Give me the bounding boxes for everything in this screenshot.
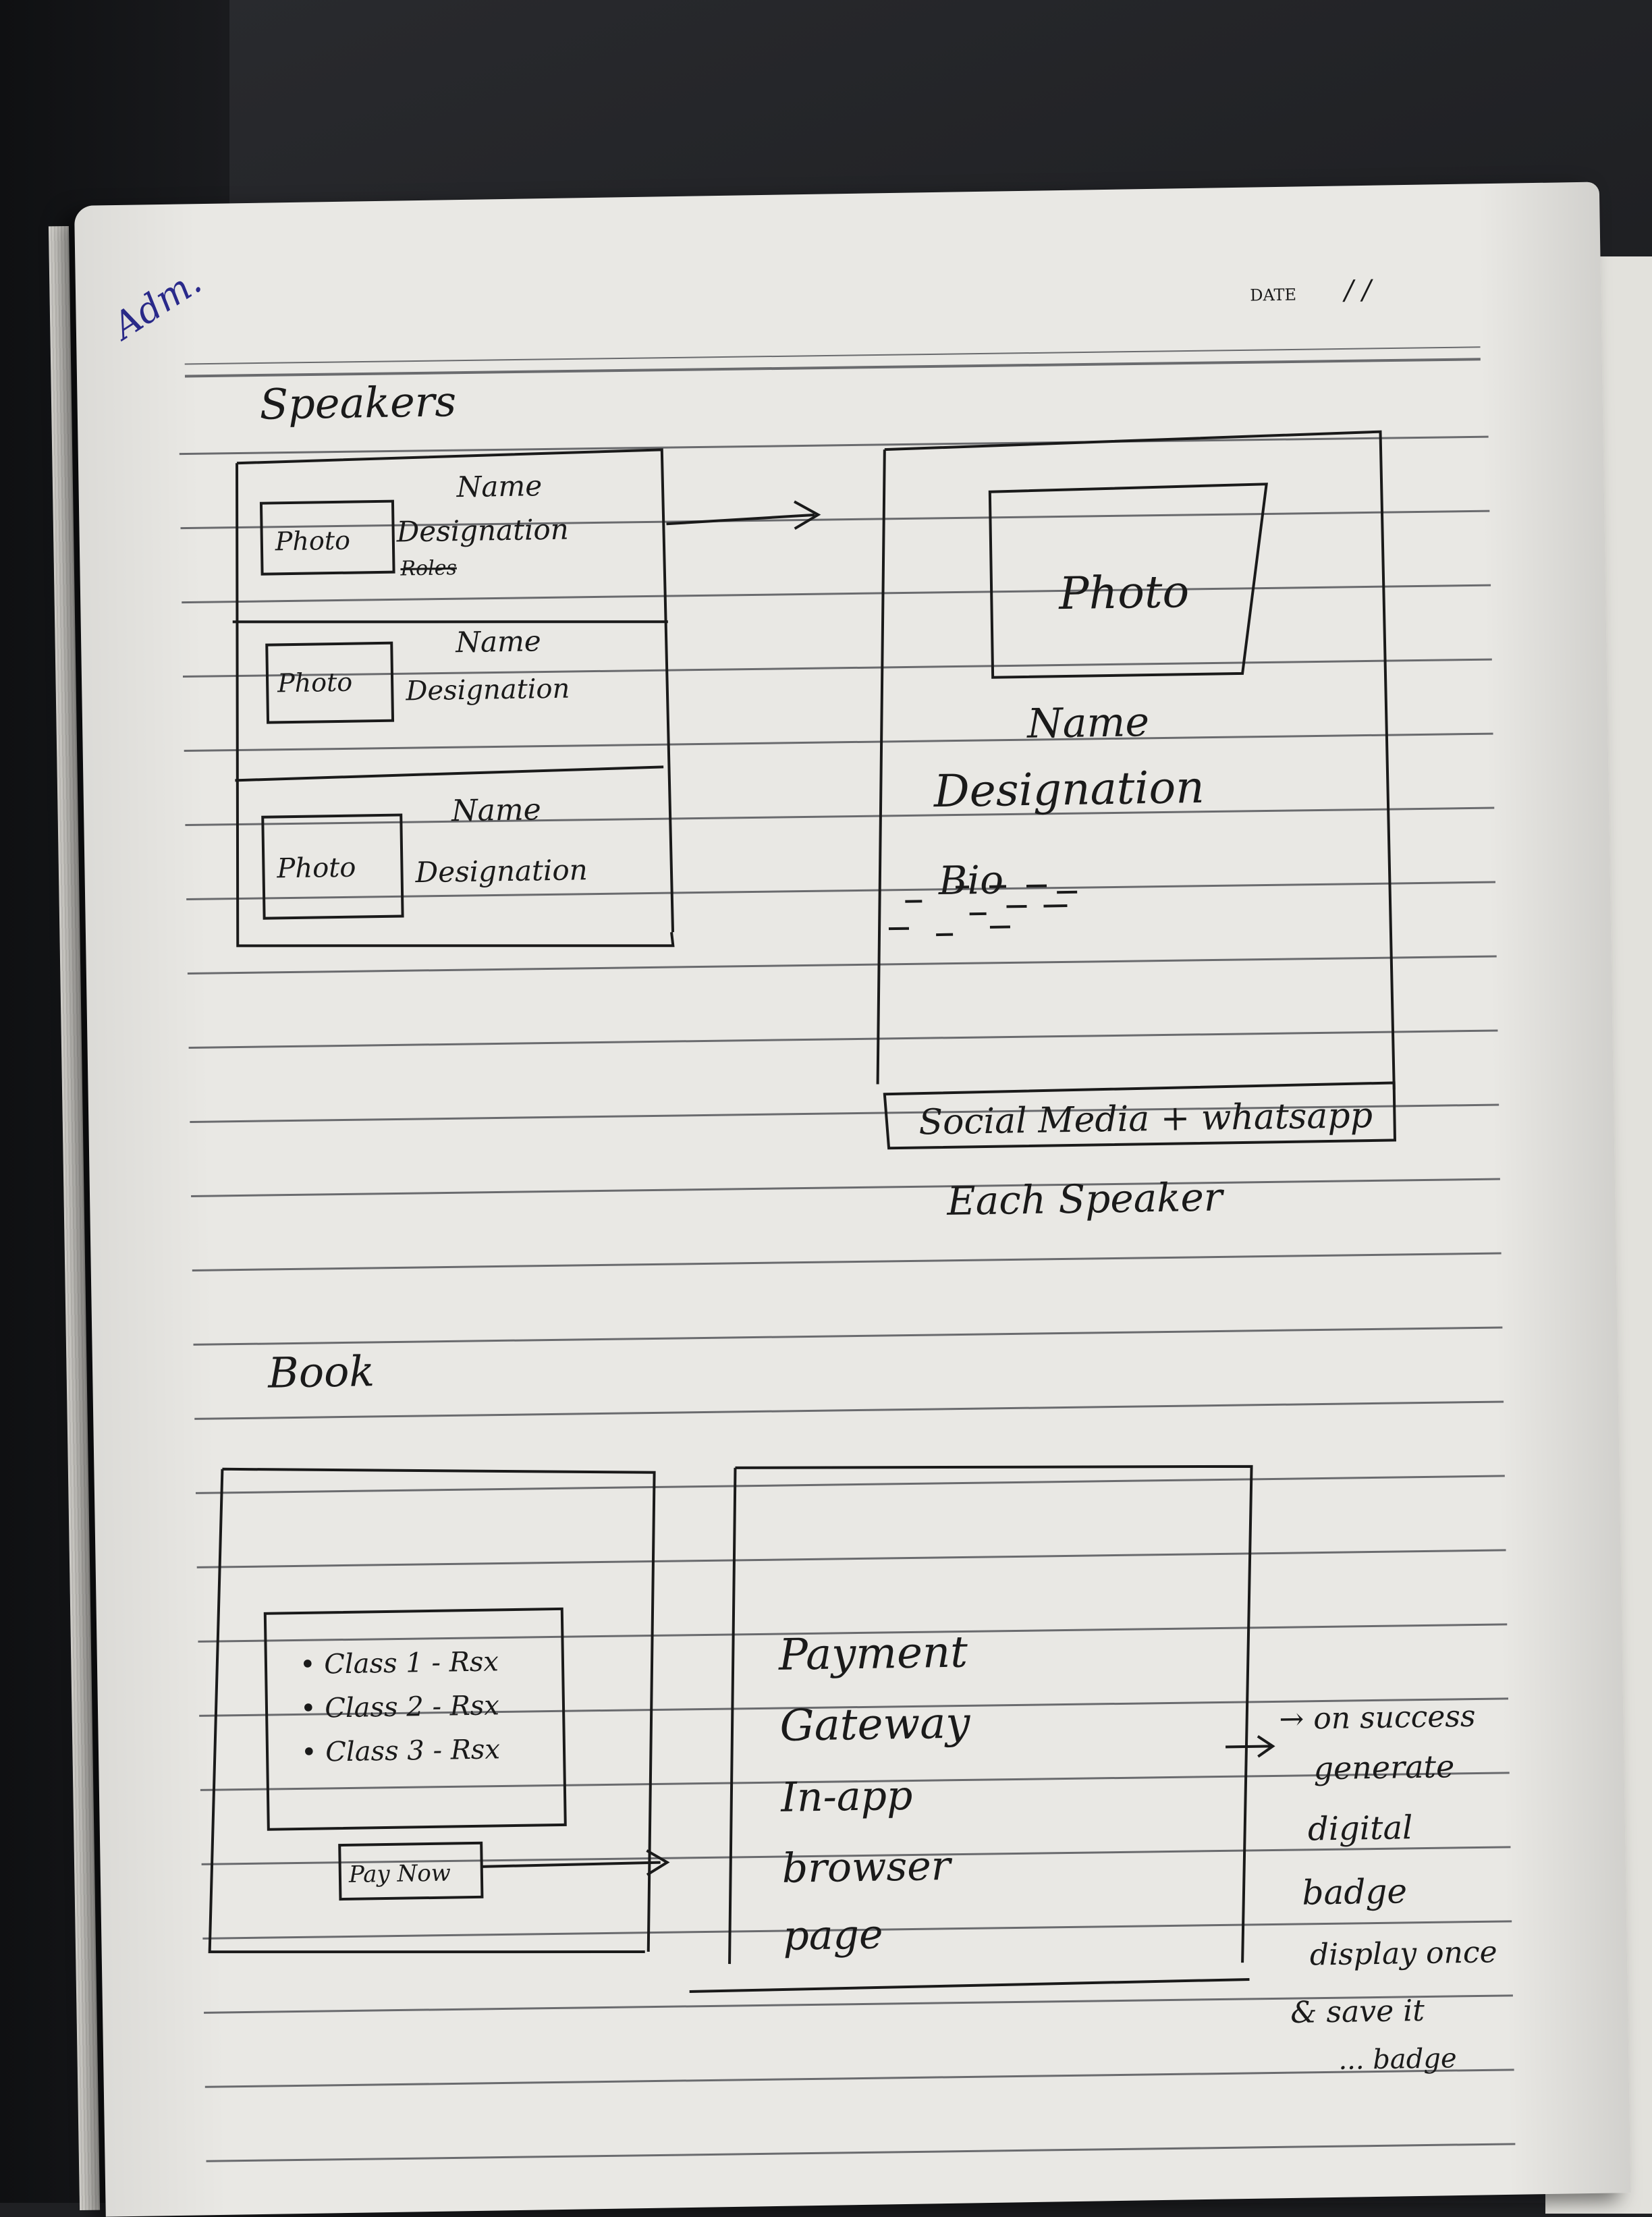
success-note-1: → on success	[1279, 1699, 1476, 1737]
class-item-3: • Class 3 - Rsx	[301, 1734, 501, 1768]
class-item-1: • Class 1 - Rsx	[300, 1646, 499, 1680]
list-photo-box-2	[265, 641, 395, 724]
success-note-2: generate	[1313, 1748, 1454, 1786]
notebook-page: Adm. DATE / / Speakers Photo Name Design…	[74, 182, 1631, 2217]
speakers-caption: Each Speaker	[946, 1174, 1225, 1224]
speaker-detail-wireframe	[876, 430, 1397, 1150]
success-note-7: ... badge	[1338, 2043, 1457, 2076]
gateway-line-3: In-app	[780, 1772, 913, 1822]
success-note-4: badge	[1302, 1871, 1407, 1912]
detail-name: Name	[1026, 699, 1150, 748]
date-label: DATE	[1250, 285, 1296, 305]
detail-designation: Designation	[933, 761, 1205, 817]
list-designation-2: Designation	[405, 674, 570, 707]
detail-footer-box	[883, 1081, 1397, 1150]
list-photo-box-3	[261, 813, 404, 920]
detail-footer: Social Media + whatsapp	[918, 1095, 1373, 1143]
list-name-1: Name	[456, 469, 542, 503]
list-photo-label-3: Photo	[276, 852, 356, 885]
page-sketch: Adm. DATE / / Speakers Photo Name Design…	[103, 260, 1516, 2162]
class-list-box	[263, 1607, 567, 1831]
list-name-3: Name	[451, 792, 541, 828]
speakers-list-wireframe	[232, 448, 821, 948]
list-designation-3: Designation	[414, 853, 588, 889]
success-note-3: digital	[1308, 1809, 1413, 1848]
date-value: / /	[1342, 275, 1374, 306]
corner-note: Adm.	[103, 260, 209, 350]
pay-now-box	[338, 1841, 484, 1901]
class-item-2: • Class 2 - Rsx	[300, 1690, 500, 1724]
detail-photo-box	[988, 483, 1268, 679]
success-note-5: display once	[1310, 1935, 1497, 1972]
list-designation-1: Designation	[395, 513, 569, 549]
book-wireframe	[208, 1465, 1275, 1994]
gateway-line-2: Gateway	[779, 1698, 971, 1751]
list-photo-box-1	[259, 499, 395, 576]
list-struck-1: Roles	[400, 556, 457, 580]
gateway-line-5: page	[783, 1911, 883, 1959]
gateway-line-4: browser	[781, 1842, 953, 1892]
detail-photo-label: Photo	[1058, 566, 1190, 620]
pay-now-button: Pay Now	[348, 1860, 451, 1888]
book-title: Book	[267, 1346, 375, 1397]
ruled-lines	[179, 346, 1516, 2162]
success-note-6: & save it	[1290, 1994, 1425, 2030]
speakers-title: Speakers	[259, 377, 457, 429]
list-photo-label-2: Photo	[277, 667, 353, 699]
list-name-2: Name	[455, 624, 541, 659]
list-photo-label-1: Photo	[275, 526, 351, 557]
detail-bio: Bio	[937, 856, 1003, 904]
gateway-line-1: Payment	[777, 1627, 968, 1680]
